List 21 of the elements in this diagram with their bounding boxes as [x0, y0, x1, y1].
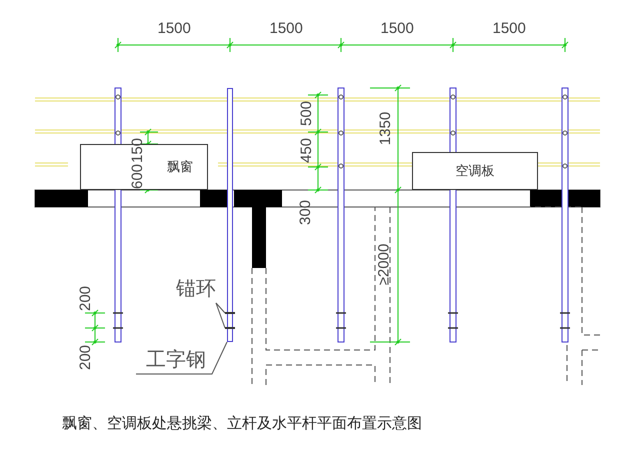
dimension-label: 150 [130, 137, 145, 163]
dimension-label: 450 [298, 137, 314, 163]
leader-line [136, 342, 228, 374]
dimension-label: 1500 [270, 20, 303, 36]
dimension-label: 1500 [380, 20, 414, 36]
dimension-label: 300 [298, 199, 313, 225]
caption: 飘窗、空调板处悬挑梁、立杆及水平杆平面布置示意图 [62, 414, 422, 433]
ac-platform-box: 空调板 [412, 152, 538, 190]
leader-line [216, 302, 226, 328]
dimension-label: 1500 [492, 20, 526, 36]
dimension-label: 500 [298, 100, 314, 126]
dimension-label: ≥2000 [376, 243, 392, 285]
callout-label: 工字钢 [138, 345, 214, 373]
steel-beam [227, 88, 233, 342]
callout-label: 锚环 [170, 275, 222, 301]
leader-line [216, 302, 226, 314]
dimension-label: 1350 [378, 111, 393, 145]
dimension-label: 600 [130, 163, 145, 189]
dimension-label: 200 [78, 344, 93, 370]
dimension-label: 200 [78, 285, 93, 311]
dimension-label: 1500 [158, 20, 191, 36]
